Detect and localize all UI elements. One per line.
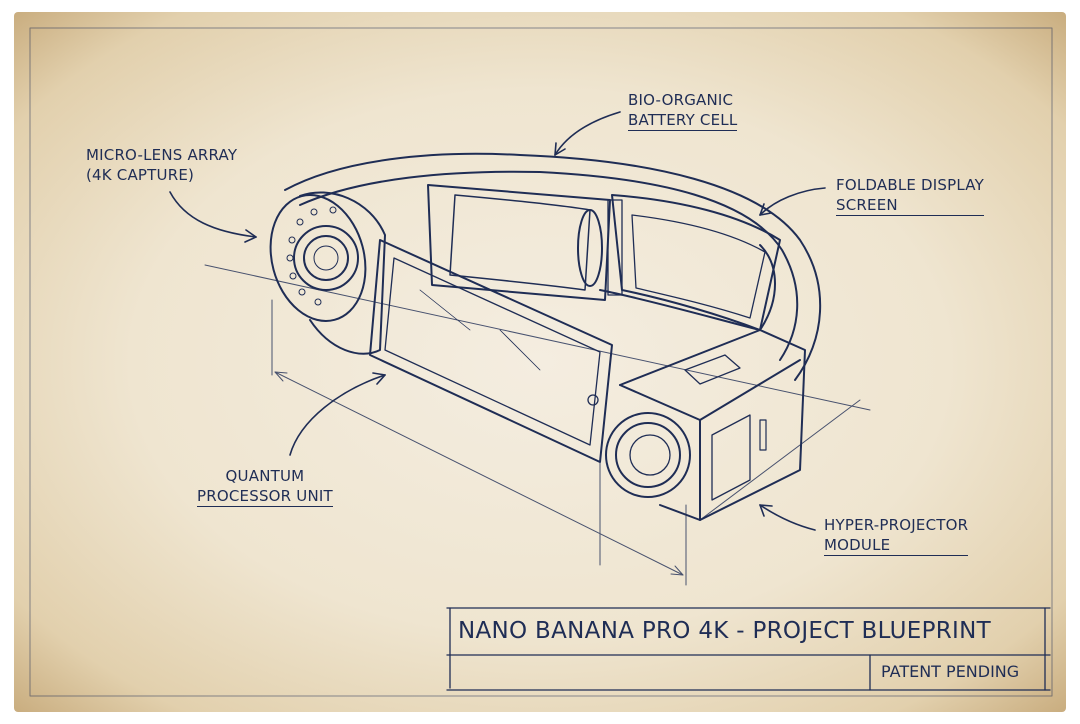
blueprint-title: NANO BANANA PRO 4K - PROJECT BLUEPRINT xyxy=(458,618,991,644)
label-line: BATTERY CELL xyxy=(628,111,738,131)
aged-paper xyxy=(14,12,1066,712)
projector-module xyxy=(605,329,806,521)
label-micro-lens-array: MICRO-LENS ARRAY (4K CAPTURE) xyxy=(86,145,237,185)
sheet-border xyxy=(29,27,1053,697)
title-block-frame xyxy=(446,607,1051,691)
foldable-display xyxy=(607,194,781,331)
arrow-display xyxy=(759,187,826,216)
arrow-processor xyxy=(289,374,386,456)
label-line: MICRO-LENS ARRAY xyxy=(86,146,238,164)
label-line: QUANTUM xyxy=(225,467,305,485)
label-line: SCREEN xyxy=(836,195,984,216)
micro-lens-housing xyxy=(269,191,386,355)
label-line: MODULE xyxy=(824,535,969,556)
label-line: HYPER-PROJECTOR xyxy=(824,516,969,534)
label-quantum-processor: QUANTUM PROCESSOR UNIT xyxy=(197,466,333,507)
label-battery-cell: BIO-ORGANIC BATTERY CELL xyxy=(628,90,738,131)
arrow-battery xyxy=(554,111,621,156)
battery-cell xyxy=(427,184,611,301)
label-line: BIO-ORGANIC xyxy=(628,91,734,109)
label-line: FOLDABLE DISPLAY xyxy=(836,176,984,194)
processor-screen-panel xyxy=(369,239,613,463)
label-hyper-projector: HYPER-PROJECTOR MODULE xyxy=(824,515,969,556)
patent-status: PATENT PENDING xyxy=(881,662,1020,681)
label-line: PROCESSOR UNIT xyxy=(197,487,333,507)
label-line: (4K CAPTURE) xyxy=(86,166,195,184)
dimension-lines xyxy=(204,264,871,586)
callout-arrows xyxy=(169,111,826,531)
arrow-projector xyxy=(759,504,816,531)
label-foldable-display: FOLDABLE DISPLAY SCREEN xyxy=(836,175,984,216)
arrow-micro-lens xyxy=(169,191,257,238)
